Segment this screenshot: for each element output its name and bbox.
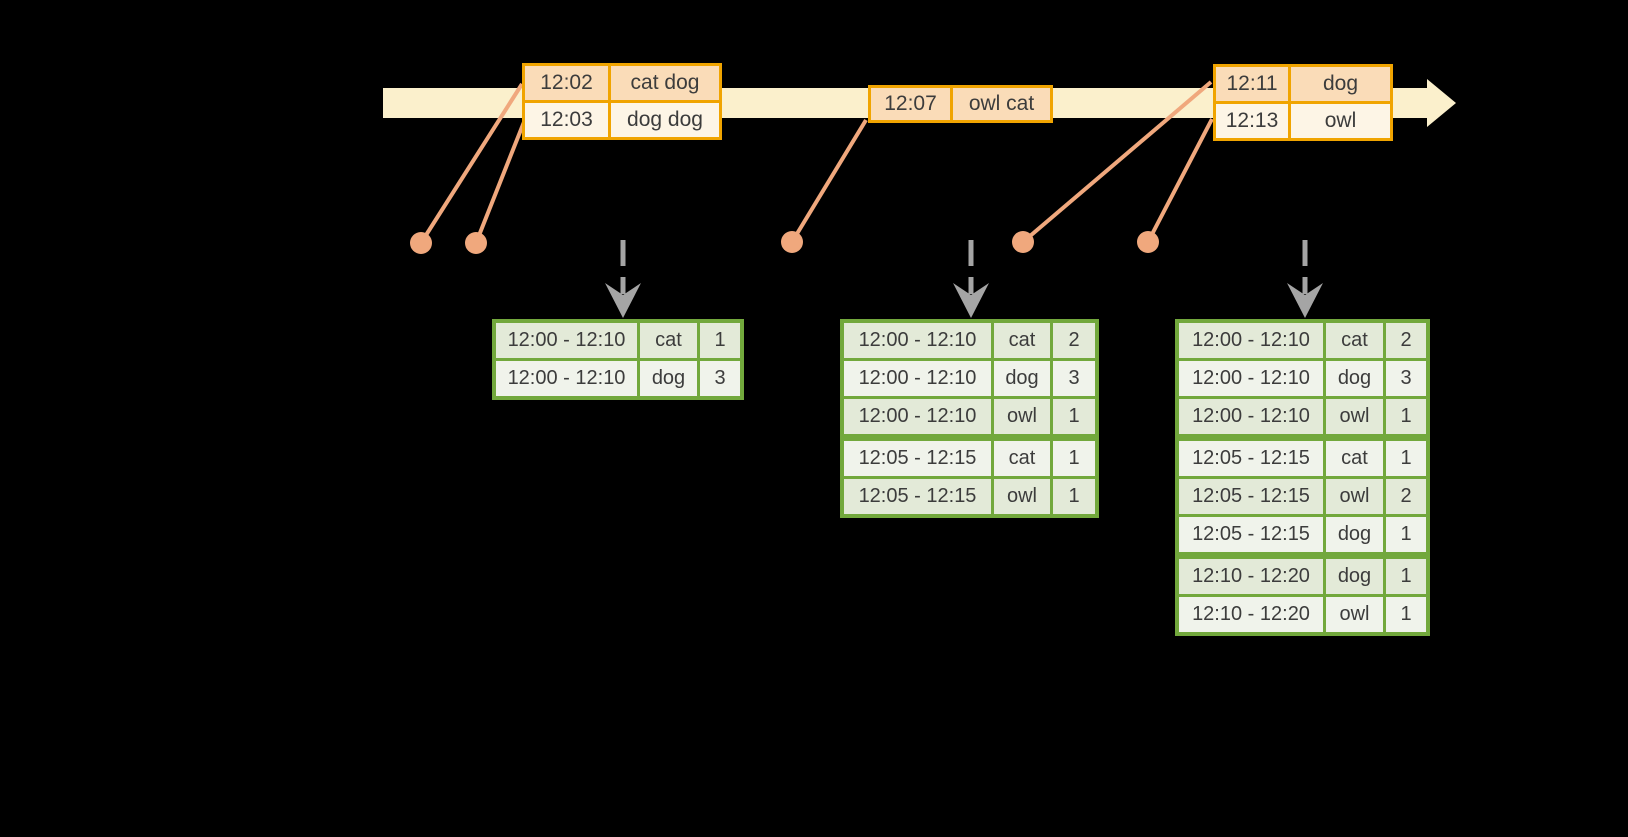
event-time-cell: 12:11: [1216, 67, 1288, 101]
word-cell: cat: [994, 323, 1050, 358]
event-dots: [410, 231, 1159, 254]
window-cell: 12:00 - 12:10: [844, 323, 991, 358]
event-table-3: 12:11 dog 12:13 owl: [1213, 64, 1393, 141]
trigger-arrowhead: [953, 283, 989, 318]
word-cell: owl: [1326, 479, 1383, 514]
window-cell: 12:10 - 12:20: [1179, 559, 1323, 594]
window-cell: 12:00 - 12:10: [1179, 323, 1323, 358]
word-cell: dog: [1326, 559, 1383, 594]
event-time-cell: 12:13: [1216, 104, 1288, 138]
count-cell: 1: [1386, 517, 1426, 552]
window-cell: 12:05 - 12:15: [1179, 441, 1323, 476]
count-cell: 1: [1053, 441, 1095, 476]
table-row: 12:05 - 12:15 owl 1: [844, 479, 1095, 514]
count-cell: 3: [1053, 361, 1095, 396]
table-row: 12:00 - 12:10 owl 1: [1179, 399, 1426, 434]
count-cell: 1: [700, 323, 740, 358]
window-cell: 12:05 - 12:15: [1179, 479, 1323, 514]
trigger-arrowhead: [605, 283, 641, 318]
word-cell: owl: [994, 479, 1050, 514]
count-cell: 2: [1386, 323, 1426, 358]
result-table-2: 12:00 - 12:10 cat 2 12:00 - 12:10 dog 3 …: [840, 319, 1099, 518]
word-cell: cat: [1326, 441, 1383, 476]
window-cell: 12:05 - 12:15: [1179, 517, 1323, 552]
event-words-cell: dog: [1291, 67, 1390, 101]
word-cell: dog: [1326, 361, 1383, 396]
table-row: 12:00 - 12:10 dog 3: [496, 361, 740, 396]
event-table-2: 12:07 owl cat: [868, 85, 1053, 123]
word-cell: dog: [994, 361, 1050, 396]
count-cell: 1: [1386, 399, 1426, 434]
count-cell: 1: [1053, 399, 1095, 434]
word-cell: owl: [1326, 597, 1383, 632]
table-row: 12:00 - 12:10 dog 3: [1179, 361, 1426, 396]
trigger-arrowheads: [605, 283, 1323, 318]
event-connector-line: [474, 121, 526, 244]
event-dot: [465, 232, 487, 254]
count-cell: 1: [1386, 597, 1426, 632]
event-words-cell: owl cat: [953, 88, 1050, 120]
trigger-arrows: [620, 240, 1308, 294]
table-row: 12:00 - 12:10 cat 1: [496, 323, 740, 358]
word-cell: owl: [1326, 399, 1383, 434]
window-cell: 12:00 - 12:10: [844, 399, 991, 434]
event-connector-line: [790, 118, 868, 244]
window-cell: 12:00 - 12:10: [1179, 361, 1323, 396]
table-row: 12:00 - 12:10 cat 2: [844, 323, 1095, 358]
table-row: 12:05 - 12:15 cat 1: [844, 441, 1095, 476]
count-cell: 2: [1053, 323, 1095, 358]
event-dot: [1137, 231, 1159, 253]
event-table-1: 12:02 cat dog 12:03 dog dog: [522, 63, 722, 140]
word-cell: owl: [994, 399, 1050, 434]
word-cell: dog: [640, 361, 697, 396]
result-table-3: 12:00 - 12:10 cat 2 12:00 - 12:10 dog 3 …: [1175, 319, 1430, 636]
count-cell: 1: [1386, 559, 1426, 594]
event-words-cell: cat dog: [611, 66, 719, 100]
event-words-cell: owl: [1291, 104, 1390, 138]
window-cell: 12:00 - 12:10: [1179, 399, 1323, 434]
window-cell: 12:05 - 12:15: [844, 479, 991, 514]
count-cell: 3: [700, 361, 740, 396]
timeline-arrowhead: [1427, 79, 1456, 127]
window-cell: 12:10 - 12:20: [1179, 597, 1323, 632]
event-time-cell: 12:02: [525, 66, 608, 100]
table-row: 12:05 - 12:15 cat 1: [1179, 441, 1426, 476]
count-cell: 1: [1386, 441, 1426, 476]
event-time-cell: 12:07: [871, 88, 950, 120]
table-row: 12:05 - 12:15 dog 1: [1179, 517, 1426, 552]
event-dot: [1012, 231, 1034, 253]
window-cell: 12:05 - 12:15: [844, 441, 991, 476]
table-row: 12:10 - 12:20 dog 1: [1179, 559, 1426, 594]
table-row: 12:00 - 12:10 cat 2: [1179, 323, 1426, 358]
window-cell: 12:00 - 12:10: [844, 361, 991, 396]
result-table-1: 12:00 - 12:10 cat 1 12:00 - 12:10 dog 3: [492, 319, 744, 400]
count-cell: 3: [1386, 361, 1426, 396]
word-cell: cat: [994, 441, 1050, 476]
window-cell: 12:00 - 12:10: [496, 323, 637, 358]
event-words-cell: dog dog: [611, 103, 719, 137]
table-row: 12:00 - 12:10 dog 3: [844, 361, 1095, 396]
table-row: 12:00 - 12:10 owl 1: [844, 399, 1095, 434]
count-cell: 1: [1053, 479, 1095, 514]
window-cell: 12:00 - 12:10: [496, 361, 637, 396]
event-dot: [781, 231, 803, 253]
word-cell: dog: [1326, 517, 1383, 552]
word-cell: cat: [1326, 323, 1383, 358]
event-connector-line: [1146, 118, 1214, 243]
trigger-arrowhead: [1287, 283, 1323, 318]
event-time-cell: 12:03: [525, 103, 608, 137]
word-cell: cat: [640, 323, 697, 358]
table-row: 12:10 - 12:20 owl 1: [1179, 597, 1426, 632]
event-dot: [410, 232, 432, 254]
table-row: 12:05 - 12:15 owl 2: [1179, 479, 1426, 514]
count-cell: 2: [1386, 479, 1426, 514]
event-connector-line: [419, 82, 524, 245]
